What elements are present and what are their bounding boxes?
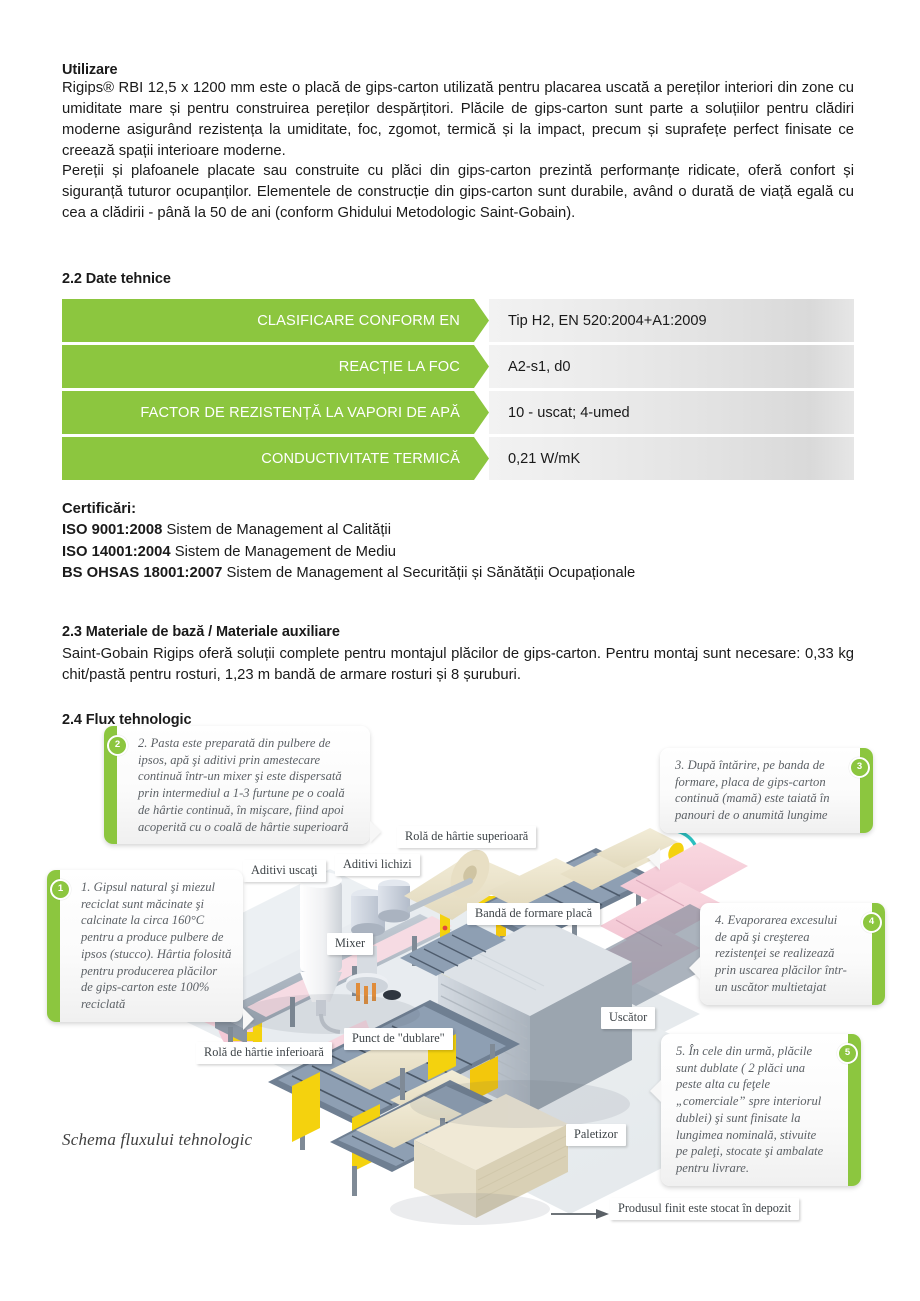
table-row-value: Tip H2, EN 520:2004+A1:2009 [489, 299, 854, 342]
label-forming-belt: Bandă de formare placă [467, 903, 601, 925]
callout-number-badge: 5 [837, 1043, 858, 1064]
chevron-right-icon [474, 437, 489, 480]
callout-number-badge: 2 [107, 735, 128, 756]
palletizer [330, 1080, 512, 1196]
flow-callout-4: 4 4. Evaporarea excesului de apă şi creş… [689, 903, 885, 1005]
flow-callout-2: 2 2. Pasta este preparată din pulbere de… [104, 726, 381, 845]
table-row: CONDUCTIVITATE TERMICĂ 0,21 W/mK [62, 437, 854, 480]
callout-number-badge: 4 [861, 912, 882, 933]
table-label-text: CONDUCTIVITATE TERMICĂ [261, 450, 460, 467]
callout-text: 2. Pasta este preparată din pulbere de i… [138, 736, 349, 834]
callout-number-badge: 3 [849, 757, 870, 778]
table-row-value: 0,21 W/mK [489, 437, 854, 480]
finished-pallet-stack [414, 1094, 568, 1218]
certification-item: ISO 9001:2008 Sistem de Management al Ca… [62, 520, 854, 541]
callout-text: 1. Gipsul natural şi miezul reciclat sun… [81, 880, 232, 1012]
upper-paper-roll [404, 849, 520, 920]
materials-heading: 2.3 Materiale de bază / Materiale auxili… [62, 624, 340, 640]
callout-tail [649, 848, 660, 870]
certifications-section: Certificări: ISO 9001:2008 Sistem de Man… [62, 499, 854, 584]
table-row-label: FACTOR DE REZISTENȚĂ LA VAPORI DE APĂ [62, 391, 489, 434]
callout-tail [370, 821, 381, 843]
certification-text: Sistem de Management al Securității și S… [222, 564, 636, 581]
callout-text: 4. Evaporarea excesului de apă şi creşte… [715, 913, 847, 994]
certifications-heading-text: Certificări: [62, 501, 137, 517]
table-label-text: REACȚIE LA FOC [338, 358, 460, 375]
flow-diagram-caption: Schema fluxului tehnologic [62, 1130, 253, 1149]
tech-data-heading: 2.2 Date tehnice [62, 271, 171, 287]
chevron-right-icon [474, 391, 489, 434]
table-row: REACȚIE LA FOC A2-s1, d0 [62, 345, 854, 388]
certification-code: BS OHSAS 18001:2007 [62, 564, 223, 581]
illustration-shadows [240, 994, 630, 1225]
callout-accent-bar [47, 870, 60, 1022]
table-row: CLASIFICARE CONFORM EN Tip H2, EN 520:20… [62, 299, 854, 342]
table-row-label: CLASIFICARE CONFORM EN [62, 299, 489, 342]
table-row-value: 10 - uscat; 4-umed [489, 391, 854, 434]
callout-text: 5. În cele din urmă, plăcile sunt dublat… [676, 1044, 824, 1176]
usage-section: Utilizare Rigips® RBI 12,5 x 1200 mm est… [62, 62, 854, 224]
label-warehouse-storage: Produsul finit este stocat în depozit [610, 1198, 800, 1220]
certification-text: Sistem de Management al Calității [162, 522, 392, 539]
label-upper-paper-roll: Rolă de hârtie superioară [397, 826, 537, 848]
storage-arrow-icon [551, 1209, 609, 1219]
label-doubling-point: Punct de "dublare" [344, 1028, 453, 1050]
label-mixer: Mixer [327, 933, 374, 955]
usage-paragraph-1: Rigips® RBI 12,5 x 1200 mm este o placă … [62, 80, 854, 159]
callout-accent-bar [848, 1034, 861, 1186]
flow-callout-1: 1 1. Gipsul natural şi miezul reciclat s… [47, 870, 254, 1030]
table-row-label: REACȚIE LA FOC [62, 345, 489, 388]
callout-tail [650, 1080, 661, 1102]
chevron-right-icon [474, 299, 489, 342]
table-label-text: CLASIFICARE CONFORM EN [257, 312, 460, 329]
tech-data-table: CLASIFICARE CONFORM EN Tip H2, EN 520:20… [62, 299, 854, 483]
mixer-unit [346, 946, 401, 1004]
callout-tail [689, 957, 700, 979]
usage-paragraph-2: Pereții și plafoanele placate sau constr… [62, 163, 854, 222]
table-label-text: FACTOR DE REZISTENȚĂ LA VAPORI DE APĂ [140, 404, 460, 421]
certifications-heading: Certificări: [62, 499, 854, 520]
callout-number-badge: 1 [50, 879, 71, 900]
label-lower-paper-roll: Rolă de hârtie inferioară [196, 1042, 332, 1064]
flow-heading: 2.4 Flux tehnologic [62, 712, 192, 728]
certification-code: ISO 14001:2004 [62, 543, 171, 560]
certification-item: BS OHSAS 18001:2007 Sistem de Management… [62, 563, 854, 584]
chevron-right-icon [474, 345, 489, 388]
table-row-label: CONDUCTIVITATE TERMICĂ [62, 437, 489, 480]
liquid-additive-tanks [351, 879, 410, 937]
certification-item: ISO 14001:2004 Sistem de Management de M… [62, 542, 854, 563]
certification-text: Sistem de Management de Mediu [170, 543, 396, 560]
label-dry-additives: Aditivi uscaţi [243, 860, 326, 882]
callout-text: 3. După întărire, pe banda de formare, p… [675, 758, 830, 823]
table-row-value: A2-s1, d0 [489, 345, 854, 388]
technological-flow-diagram: Rolă de hârtie superioară Aditivi uscaţi… [0, 714, 920, 1244]
flow-callout-5: 5 5. În cele din urmă, plăcile sunt dubl… [650, 1034, 861, 1186]
label-dryer: Uscător [601, 1007, 656, 1029]
label-liquid-additives: Aditivi lichizi [335, 854, 420, 876]
flow-callout-3: 3 3. După întărire, pe banda de formare,… [649, 748, 873, 870]
callout-tail [243, 1008, 254, 1030]
usage-heading: Utilizare [62, 62, 118, 78]
dryer-input-grating [400, 922, 506, 976]
label-palletizer: Paletizor [566, 1124, 626, 1146]
table-row: FACTOR DE REZISTENȚĂ LA VAPORI DE APĂ 10… [62, 391, 854, 434]
materials-paragraph: Saint-Gobain Rigips oferă soluții comple… [62, 646, 854, 683]
certification-code: ISO 9001:2008 [62, 522, 163, 539]
